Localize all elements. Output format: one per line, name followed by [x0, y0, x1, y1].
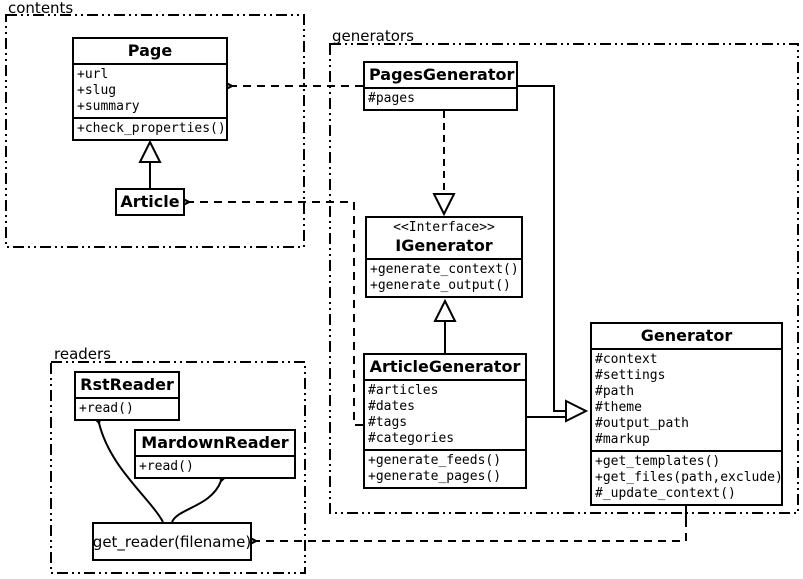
- class-generator-methods: +get_templates() +get_files(path,exclude…: [592, 450, 783, 504]
- class-page-methods: +check_properties(): [74, 117, 226, 139]
- class-article: Article: [115, 188, 185, 216]
- attribute-row: #tags: [368, 415, 408, 430]
- attribute-row: #path: [595, 384, 635, 399]
- class-igenerator-name: IGenerator: [395, 236, 493, 255]
- class-article-title: Article: [120, 192, 180, 211]
- attribute-row: #pages: [368, 91, 415, 106]
- attribute-row: #categories: [368, 431, 455, 446]
- method-row: +generate_feeds(): [368, 453, 502, 468]
- class-articlegenerator: ArticleGenerator #articles #dates #tags …: [363, 353, 527, 489]
- package-generators-border: [329, 43, 799, 514]
- method-row: #_update_context(): [595, 486, 736, 501]
- attribute-row: +url: [77, 67, 109, 82]
- dependency-arrow-articlegenerator-to-article: [189, 202, 363, 426]
- class-pagesgenerator-title: PagesGenerator: [369, 65, 515, 84]
- class-igenerator-stereotype: <<Interface>>: [393, 220, 495, 235]
- class-articlegenerator-attributes: #articles #dates #tags #categories: [365, 379, 525, 449]
- package-readers-border: [50, 361, 306, 574]
- class-generator: Generator #context #settings #path #them…: [590, 322, 783, 506]
- package-readers-label: readers: [54, 345, 111, 363]
- method-row: +generate_pages(): [368, 469, 502, 484]
- attribute-row: #context: [595, 352, 658, 367]
- class-rstreader-methods: +read(): [76, 397, 178, 419]
- attribute-row: +summary: [77, 99, 140, 114]
- inheritance-arrow-pagesgenerator-to-generator: [518, 85, 586, 411]
- package-generators-label: generators: [332, 27, 414, 45]
- class-generator-title: Generator: [640, 326, 733, 345]
- class-igenerator: <<Interface>> IGenerator +generate_conte…: [365, 216, 523, 298]
- package-contents-label: contents: [8, 0, 74, 17]
- class-page-attributes: +url +slug +summary: [74, 63, 226, 117]
- function-box-get-reader-label: get_reader(filename): [92, 532, 252, 551]
- class-page-title: Page: [127, 41, 173, 60]
- method-row: +check_properties(): [77, 121, 226, 136]
- method-row: +read(): [139, 459, 194, 474]
- function-box-get-reader: get_reader(filename): [92, 522, 252, 561]
- class-articlegenerator-methods: +generate_feeds() +generate_pages(): [365, 449, 525, 487]
- attribute-row: +slug: [77, 83, 117, 98]
- class-mardownreader-methods: +read(): [136, 455, 294, 477]
- method-row: +get_templates(): [595, 454, 721, 469]
- class-rstreader-title: RstReader: [80, 375, 174, 394]
- class-pagesgenerator-attributes: #pages: [365, 87, 516, 109]
- attribute-row: #settings: [595, 368, 666, 383]
- class-pagesgenerator: PagesGenerator #pages: [363, 61, 518, 111]
- class-igenerator-methods: +generate_context() +generate_output(): [367, 258, 521, 296]
- method-row: +get_files(path,exclude): [595, 470, 783, 485]
- method-row: +generate_output(): [370, 278, 511, 293]
- attribute-row: #articles: [368, 383, 439, 398]
- attribute-row: #output_path: [595, 416, 689, 431]
- package-contents-border: [5, 14, 305, 248]
- attribute-row: #dates: [368, 399, 415, 414]
- method-row: +read(): [79, 401, 134, 416]
- dependency-arrow-generator-to-getreader: [256, 519, 687, 541]
- class-igenerator-title: <<Interface>> IGenerator: [367, 218, 521, 258]
- class-articlegenerator-title: ArticleGenerator: [369, 357, 521, 376]
- attribute-row: #theme: [595, 400, 642, 415]
- arrow-getreader-to-mardownreader: [171, 481, 221, 523]
- class-page: Page +url +slug +summary +check_properti…: [72, 37, 228, 141]
- class-mardownreader-title: MardownReader: [141, 433, 289, 452]
- arrow-getreader-to-rstreader: [99, 423, 164, 523]
- attribute-row: #markup: [595, 432, 650, 447]
- class-rstreader: RstReader +read(): [74, 371, 180, 421]
- class-generator-attributes: #context #settings #path #theme #output_…: [592, 348, 781, 450]
- class-mardownreader: MardownReader +read(): [134, 429, 296, 479]
- method-row: +generate_context(): [370, 262, 519, 277]
